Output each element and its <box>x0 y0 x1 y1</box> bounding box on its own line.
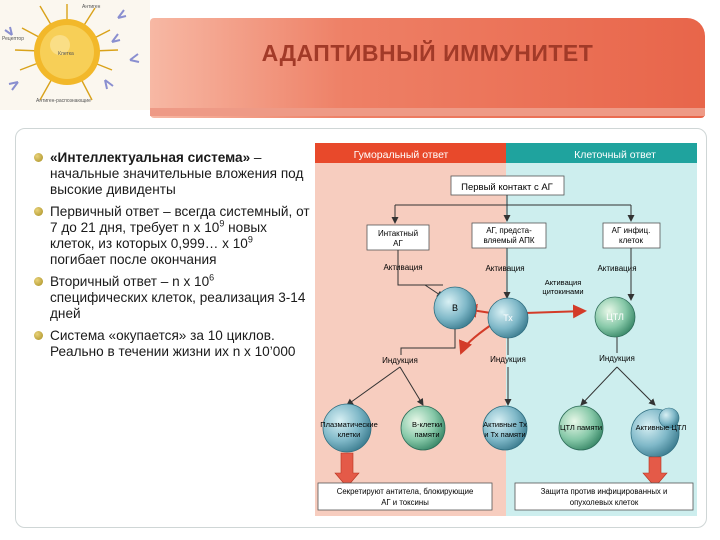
active-ctl-label: Активные ЦТЛ <box>636 423 687 432</box>
bullet-text: – начальные значительные вложения под вы… <box>50 150 304 197</box>
immune-response-diagram: Гуморальный ответ Клеточный ответ Первый… <box>315 143 697 516</box>
infected-antigen-label: клеток <box>619 236 643 245</box>
infected-antigen-box <box>602 222 661 249</box>
humoral-outcome-label: АГ и токсины <box>381 498 429 507</box>
apc-antigen-label: АГ, предста- <box>486 226 532 235</box>
infected-antigen-label: АГ инфиц. <box>612 226 651 235</box>
induction-label: Индукция <box>599 354 635 363</box>
title-banner <box>150 18 705 118</box>
cell-with-antibodies-image: Антиген Рецептор Клетка Антиген-распозна… <box>0 0 150 110</box>
b-cell-label: B <box>452 303 458 313</box>
memory-b-cell-label: В-клетки <box>412 420 442 429</box>
induction-label: Индукция <box>490 355 526 364</box>
plasma-cell-label: Плазматические <box>320 420 378 429</box>
thumb-label-2: Рецептор <box>2 36 24 42</box>
ctl-cell-label: ЦТЛ <box>606 312 624 322</box>
thumb-label-4: Антиген-распознающие <box>36 98 91 104</box>
bullet-text: специфических клеток, реализация 3-14 дн… <box>50 290 306 321</box>
cellular-header-label: Клеточный ответ <box>574 149 656 161</box>
bullet-exponent: 6 <box>209 272 215 283</box>
bullet-text: погибает после окончания <box>50 252 217 267</box>
humoral-header-label: Гуморальный ответ <box>354 149 449 161</box>
memory-ctl-cell <box>558 405 604 451</box>
memory-b-cell-label: памяти <box>414 430 439 439</box>
apc-antigen-label: вляемый АПК <box>483 236 534 245</box>
bullet-text: Вторичный ответ – n x 10 <box>50 274 210 289</box>
thumb-label-1: Антиген <box>82 4 101 10</box>
bullet-text: новых клеток, из которых 0,999… x 10 <box>50 220 267 251</box>
bullet-lead: «Интеллектуальная система» <box>50 150 251 165</box>
memory-b-cell <box>400 405 446 451</box>
bullet-dot-icon <box>34 153 43 162</box>
humoral-header <box>315 143 506 163</box>
bullet-list: «Интеллектуальная система» – начальные з… <box>34 150 312 366</box>
first-contact-label: Первый контакт с АГ <box>461 182 553 193</box>
cytokine-activation-label: Активация <box>545 278 582 287</box>
ctl-cell <box>594 296 636 338</box>
bullet-item: Вторичный ответ – n x 106 специфических … <box>34 272 312 322</box>
cellular-outcome-label: Защита против инфицированных и <box>541 487 668 496</box>
bullet-text: Система «окупается» за 10 циклов. Реальн… <box>50 328 296 359</box>
active-th-cell <box>482 405 528 451</box>
intact-antigen-label: Интактный <box>378 229 418 238</box>
humoral-outcome-box <box>317 482 493 511</box>
memory-ctl-label: ЦТЛ памяти <box>560 423 602 432</box>
antibody-secretion-arrow-icon <box>334 452 360 488</box>
bullet-item: «Интеллектуальная система» – начальные з… <box>34 150 312 198</box>
plasma-cell-label: клетки <box>338 430 361 439</box>
bullet-item: Первичный ответ – всегда системный, от 7… <box>34 204 312 268</box>
induction-label: Индукция <box>382 356 418 365</box>
immune-response-svg: Гуморальный ответ Клеточный ответ Первый… <box>315 143 697 516</box>
active-th-label: Активные Тх <box>483 420 527 429</box>
bullet-dot-icon <box>34 331 43 340</box>
bullet-item: Система «окупается» за 10 циклов. Реальн… <box>34 328 312 360</box>
bullet-dot-icon <box>34 277 43 286</box>
activation-label: Активация <box>485 264 524 273</box>
intact-antigen-label: АГ <box>393 239 403 248</box>
cytokine-activation-label: цитокинами <box>542 287 583 296</box>
bullet-exponent: 9 <box>247 234 253 245</box>
bullet-text: Первичный ответ – всегда системный, от 7… <box>50 204 310 235</box>
humoral-outcome-label: Секретируют антитела, блокирующие <box>337 487 474 496</box>
cellular-outcome-box <box>514 482 694 511</box>
cellular-header <box>506 143 697 163</box>
title-banner-strip <box>150 108 705 116</box>
bullet-exponent: 9 <box>219 218 225 229</box>
thumb-label-3: Клетка <box>58 51 74 57</box>
active-th-label: и Тх памяти <box>484 430 525 439</box>
activation-label: Активация <box>383 263 422 272</box>
protection-arrow-icon <box>642 456 668 488</box>
plasma-cell <box>322 403 372 453</box>
th-cell-label: Тх <box>503 313 513 323</box>
cellular-outcome-label: опухолевых клеток <box>570 498 639 507</box>
apc-antigen-box <box>471 222 547 249</box>
bullet-dot-icon <box>34 207 43 216</box>
cell-illustration: Антиген Рецептор Клетка Антиген-распозна… <box>0 0 150 110</box>
active-ctl-cell <box>658 407 680 429</box>
slide-title: АДАПТИВНЫЙ ИММУНИТЕТ <box>261 40 594 66</box>
activation-label: Активация <box>597 264 636 273</box>
